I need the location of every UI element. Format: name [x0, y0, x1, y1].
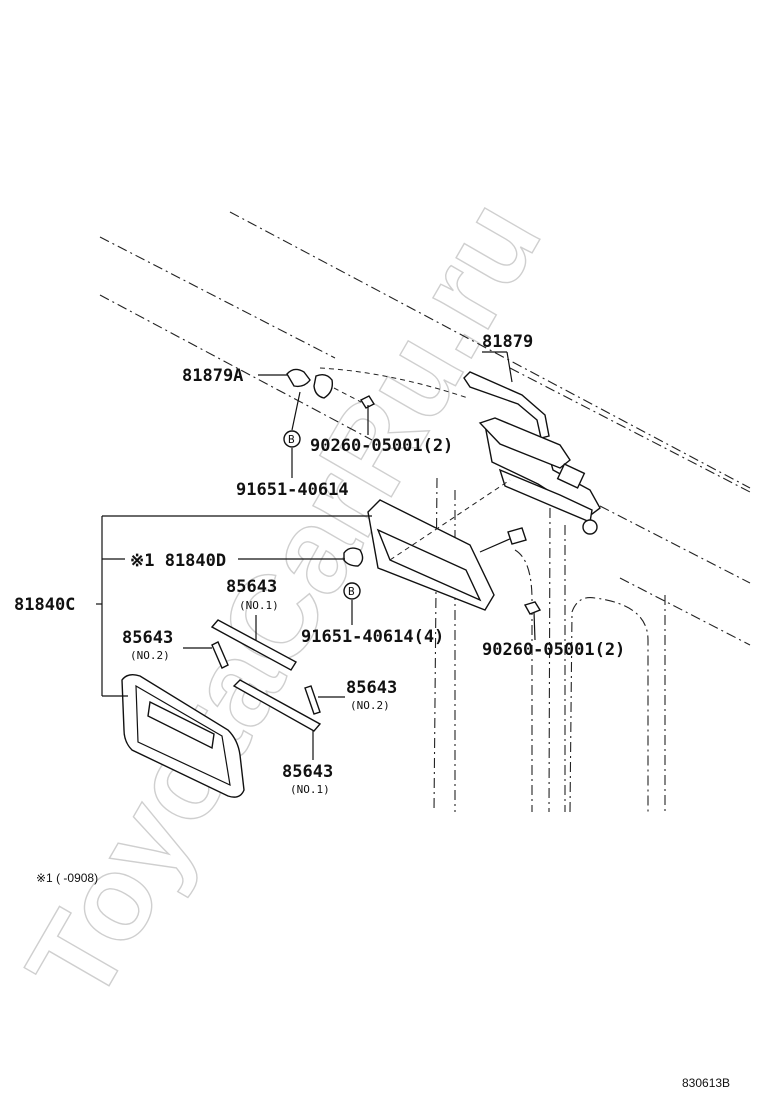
label-85643-d: 85643 — [282, 762, 333, 782]
label-85643-c: 85643 — [346, 678, 397, 698]
label-90260-top: 90260-05001(2) — [310, 436, 453, 456]
label-91651-mid: 91651-40614(4) — [301, 627, 444, 647]
label-81840D: ※1 81840D — [130, 551, 226, 571]
badge-b-top: B — [283, 430, 301, 448]
label-85643-a-sub: (NO.1) — [239, 599, 279, 612]
figure-code: 830613B — [682, 1076, 730, 1090]
label-81840C: 81840C — [14, 595, 75, 615]
label-81879: 81879 — [482, 332, 533, 352]
leader-lines — [96, 351, 513, 760]
gaskets-85643 — [210, 619, 322, 732]
bulb-81840D — [343, 547, 364, 567]
footnote: ※1 ( -0908) — [36, 871, 98, 885]
bracket-81879 — [463, 371, 601, 535]
label-85643-b: 85643 — [122, 628, 173, 648]
socket-81879A — [286, 367, 469, 409]
label-85643-d-sub: (NO.1) — [290, 783, 330, 796]
lens-plate — [121, 673, 245, 798]
label-85643-b-sub: (NO.2) — [130, 649, 170, 662]
label-90260-mid: 90260-05001(2) — [482, 640, 625, 660]
badge-b-mid-text: B — [348, 585, 355, 598]
lamp-housing-81840C — [367, 479, 527, 611]
label-91651-top: 91651-40614 — [236, 480, 349, 500]
badge-b-top-text: B — [288, 433, 295, 446]
screws — [523, 601, 542, 641]
label-85643-c-sub: (NO.2) — [350, 699, 390, 712]
label-85643-a: 85643 — [226, 577, 277, 597]
badge-b-mid: B — [343, 582, 361, 600]
body-outline — [99, 211, 751, 813]
label-81879A: 81879A — [182, 366, 243, 386]
